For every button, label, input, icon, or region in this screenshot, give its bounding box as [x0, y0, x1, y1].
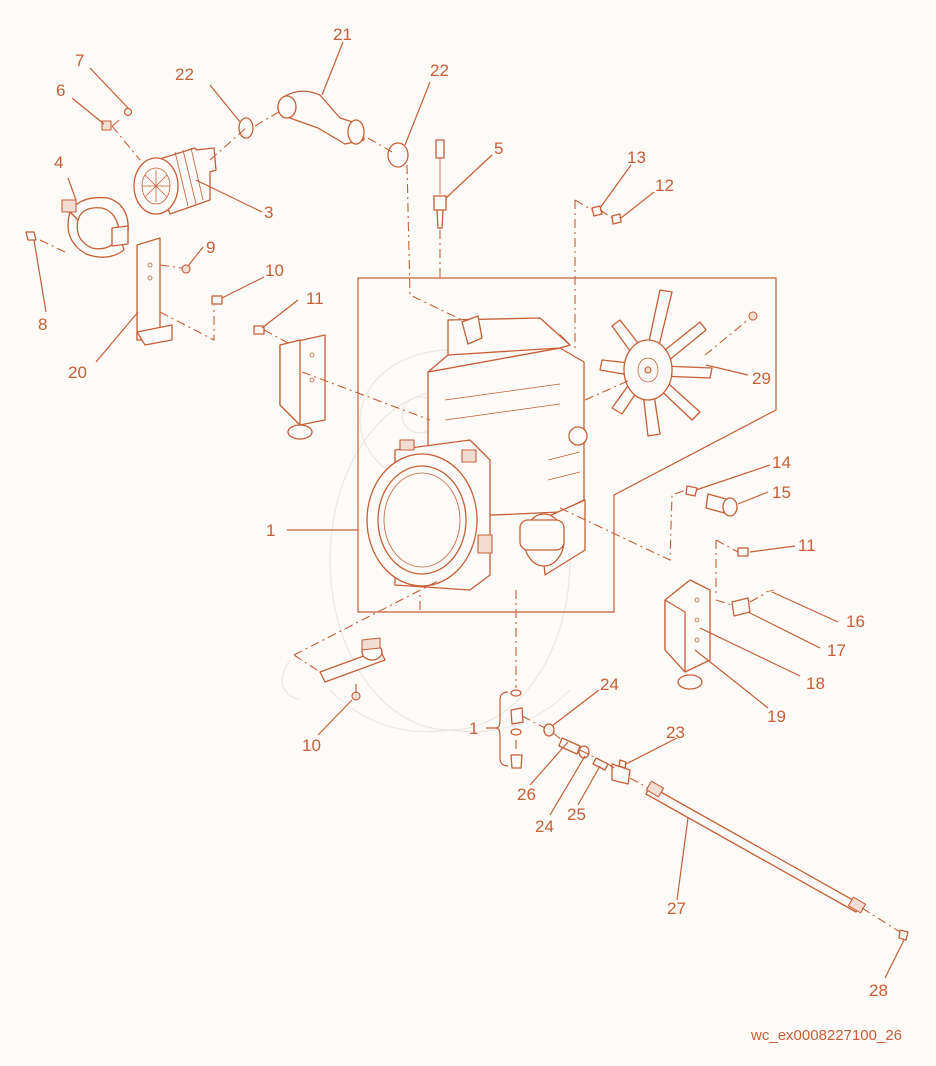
callout-6: 6 — [56, 81, 65, 100]
bolt-part-10-upper — [211, 295, 223, 305]
callout-10-lower: 10 — [302, 736, 321, 755]
callout-14: 14 — [772, 453, 791, 472]
callout-28: 28 — [869, 981, 888, 1000]
nut-part-6 — [101, 120, 112, 131]
leader-lines — [33, 41, 905, 979]
engine-mount-left — [279, 334, 326, 440]
engine-assembly-boundary — [357, 277, 777, 613]
lower-bracket — [319, 637, 386, 683]
callout-12: 12 — [655, 176, 674, 195]
callout-11-right: 11 — [798, 536, 816, 555]
hose-clamp-22-left — [238, 117, 254, 139]
callout-25: 25 — [567, 805, 586, 824]
callout-5: 5 — [494, 139, 503, 158]
callout-22-right: 22 — [430, 61, 449, 80]
callout-17: 17 — [827, 641, 846, 660]
callout-24-upper: 24 — [600, 675, 619, 694]
sensor-part-5 — [433, 139, 447, 229]
callout-labels: 7 6 22 21 22 5 13 12 4 3 9 10 11 8 20 29… — [38, 25, 888, 1000]
hose-clamp-22-right — [387, 142, 409, 168]
valve-part-23 — [611, 759, 631, 785]
pressure-switch-part-15 — [705, 493, 738, 517]
air-cleaner — [133, 147, 217, 215]
fitting-part-14 — [685, 485, 698, 497]
figure-caption: wc_ex0008227100_26 — [750, 1027, 902, 1044]
cap-part-28 — [898, 929, 909, 941]
callout-8: 8 — [38, 315, 47, 334]
engine-mount-right — [664, 579, 711, 690]
callout-11-left: 11 — [306, 289, 324, 308]
callout-1-drain: 1 — [469, 719, 478, 738]
callout-24-lower: 24 — [535, 817, 554, 836]
bolt-part-11-left — [253, 325, 265, 335]
callout-13: 13 — [627, 148, 646, 167]
assembly-lines — [39, 109, 901, 933]
callout-26: 26 — [517, 785, 536, 804]
intake-hose — [277, 90, 365, 145]
callout-18: 18 — [806, 674, 825, 693]
callout-7: 7 — [75, 51, 84, 70]
callout-1-engine: 1 — [266, 521, 275, 540]
bolt-part-10-lower — [351, 691, 361, 701]
callout-4: 4 — [54, 153, 63, 172]
bracket-part-20 — [136, 237, 173, 346]
callout-3: 3 — [264, 203, 273, 222]
hose-part-26 — [558, 737, 581, 755]
drain-hose-part-27 — [645, 780, 867, 914]
callout-10-upper: 10 — [265, 261, 284, 280]
cooling-fan — [599, 289, 713, 437]
callout-9: 9 — [206, 238, 215, 257]
bolt-part-8 — [25, 231, 37, 241]
band-clamp — [61, 196, 129, 258]
bolt-part-11-right — [737, 547, 749, 557]
fitting-part-13 — [591, 205, 603, 217]
engine-block — [366, 315, 588, 591]
nut-part-9 — [181, 264, 191, 274]
callout-16: 16 — [846, 612, 865, 631]
callout-22-left: 22 — [175, 65, 194, 84]
callout-27: 27 — [667, 899, 686, 918]
fitting-part-12 — [611, 213, 622, 225]
callout-19: 19 — [767, 707, 786, 726]
callout-20: 20 — [68, 363, 87, 382]
callout-23: 23 — [666, 723, 685, 742]
callout-15: 15 — [772, 483, 791, 502]
fan-bolt — [748, 311, 758, 321]
washer-part-7 — [123, 107, 133, 117]
adapter-part-25 — [592, 757, 609, 771]
callout-21: 21 — [333, 25, 352, 44]
callout-29: 29 — [752, 369, 771, 388]
clamp-part-24-upper — [543, 723, 555, 737]
connector-part-17 — [731, 597, 751, 617]
screw-part-16 — [765, 589, 775, 593]
drain-fittings — [510, 689, 524, 769]
